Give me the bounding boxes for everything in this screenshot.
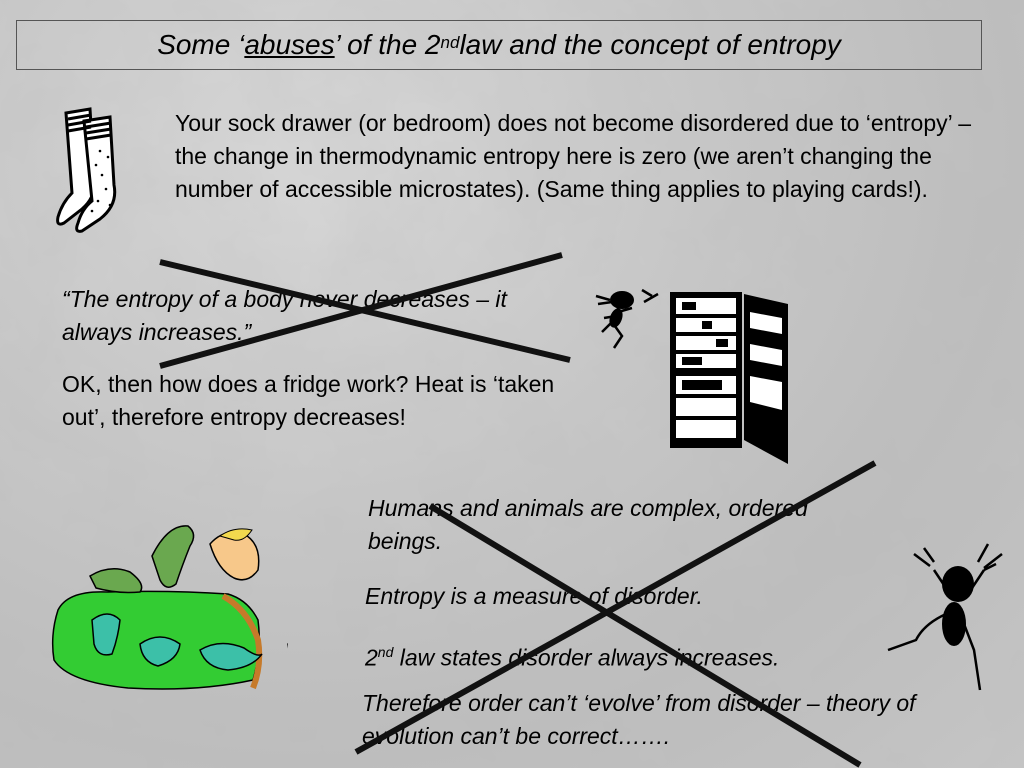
evolution-animals-icon bbox=[51, 525, 288, 690]
sock-paragraph: Your sock drawer (or bedroom) does not b… bbox=[175, 110, 972, 202]
evolution-line-4: Therefore order can’t ‘evolve’ from diso… bbox=[362, 690, 916, 749]
title-middle: ’ of the 2 bbox=[334, 29, 441, 60]
stick-figure-icon bbox=[595, 288, 659, 349]
evolution-line-3-sup: nd bbox=[377, 644, 394, 660]
evolution-line-1: Humans and animals are complex, ordered … bbox=[368, 495, 808, 554]
evolution-line-3-suffix: law states disorder always increases. bbox=[393, 644, 780, 671]
title-suffix: law and the concept of entropy bbox=[459, 29, 841, 60]
fridge-icon bbox=[670, 292, 788, 464]
socks-icon bbox=[56, 107, 117, 233]
evolution-line-3: 2nd law states disorder always increases… bbox=[365, 636, 905, 675]
title-superscript: nd bbox=[440, 33, 460, 52]
screaming-figure-icon bbox=[887, 543, 1003, 691]
title-prefix: Some ‘ bbox=[157, 29, 245, 60]
evolution-line-2: Entropy is a measure of disorder. bbox=[365, 583, 703, 609]
fridge-question: OK, then how does a fridge work? Heat is… bbox=[62, 371, 555, 430]
entropy-quote: “The entropy of a body never decreases –… bbox=[62, 286, 507, 345]
evolution-line-3-prefix: 2 bbox=[365, 644, 378, 671]
title-underlined-word: abuses bbox=[244, 29, 335, 60]
